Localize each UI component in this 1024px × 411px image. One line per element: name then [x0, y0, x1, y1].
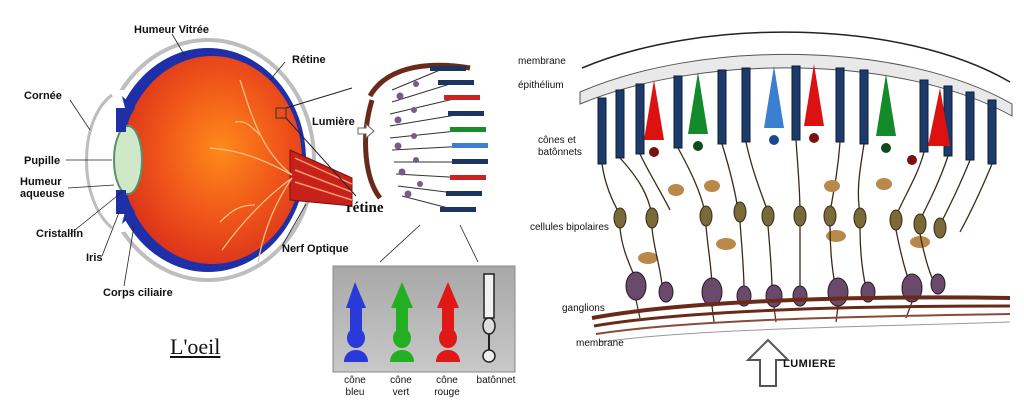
label-cone-vert-2: vert [392, 387, 410, 398]
photoreceptor-panel [332, 265, 516, 373]
label-bipolaires: cellules bipolaires [530, 222, 609, 233]
label-humeur-aqueuse-1: Humeur [20, 176, 62, 188]
label-ganglions: ganglions [562, 303, 605, 314]
label-retine: Rétine [292, 54, 326, 66]
label-cone-rouge-1: cône [436, 375, 458, 386]
label-nerf-optique: Nerf Optique [282, 243, 349, 255]
rod-shape [482, 273, 496, 363]
cone-green-shape [390, 282, 414, 362]
label-cone-vert-1: cône [390, 375, 412, 386]
label-lumiere: Lumière [312, 116, 355, 128]
label-retine-small: rétine [346, 200, 384, 216]
label-cristallin: Cristallin [36, 228, 84, 240]
label-cornee: Cornée [24, 90, 62, 102]
label-cone-rouge-2: rouge [434, 387, 460, 398]
label-batonnet: batônnet [476, 375, 516, 386]
label-lumiere-caps: LUMIERE [783, 358, 836, 370]
retina-section [579, 31, 1013, 387]
label-cones-2: batônnets [538, 147, 582, 158]
label-humeur-vitree: Humeur Vitrée [134, 24, 209, 36]
label-membrane-top: membrane [518, 56, 566, 67]
eye-title: L'oeil [170, 334, 221, 359]
cone-blue-shape [344, 282, 368, 362]
label-epithelium: épithélium [518, 80, 564, 91]
eye-pointer-lines [66, 33, 307, 287]
label-membrane-bottom: membrane [576, 338, 624, 349]
label-cone-bleu-2: bleu [345, 387, 365, 398]
light-arrow-icon [745, 338, 791, 387]
label-cone-bleu-1: cône [344, 375, 366, 386]
cone-red-shape [436, 282, 460, 362]
label-humeur-aqueuse-2: aqueuse [20, 188, 65, 200]
label-corps-ciliaire: Corps ciliaire [103, 287, 173, 299]
label-cones-1: cônes et [538, 135, 576, 146]
retina-magnified [357, 62, 488, 263]
label-iris: Iris [86, 252, 103, 264]
eyeball [85, 38, 357, 282]
label-pupille: Pupille [24, 155, 61, 167]
